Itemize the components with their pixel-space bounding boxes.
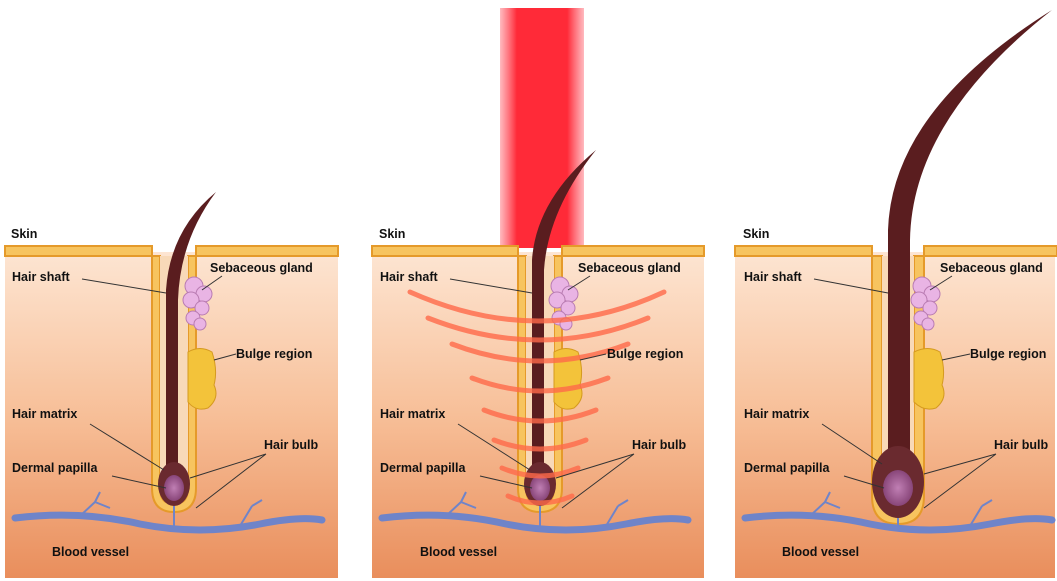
label-dermal-papilla: Dermal papilla xyxy=(380,461,466,475)
panel-laser: Skin Hair shaft Sebaceous gland Bulge re… xyxy=(372,8,704,578)
label-hair-shaft: Hair shaft xyxy=(744,270,802,284)
label-blood-vessel: Blood vessel xyxy=(782,545,859,559)
label-hair-matrix: Hair matrix xyxy=(744,407,809,421)
dermal-papilla-shape xyxy=(883,470,913,506)
label-hair-bulb: Hair bulb xyxy=(264,438,319,452)
bulge-region-shape xyxy=(914,349,944,410)
label-sebaceous-gland: Sebaceous gland xyxy=(210,261,313,275)
label-dermal-papilla: Dermal papilla xyxy=(12,461,98,475)
label-bulge-region: Bulge region xyxy=(970,347,1046,361)
panel-regrowth: Skin Hair shaft Sebaceous gland Bulge re… xyxy=(735,10,1057,578)
label-sebaceous-gland: Sebaceous gland xyxy=(940,261,1043,275)
dermal-papilla-shape xyxy=(164,475,184,501)
laser-beam xyxy=(500,8,584,248)
label-skin: Skin xyxy=(11,227,37,241)
label-hair-bulb: Hair bulb xyxy=(632,438,687,452)
label-blood-vessel: Blood vessel xyxy=(52,545,129,559)
bulge-region-shape xyxy=(188,349,216,410)
label-bulge-region: Bulge region xyxy=(236,347,312,361)
dermal-papilla-shape xyxy=(530,475,550,501)
panel-before: Skin Hair shaft Sebaceous gland Bulge re… xyxy=(5,192,338,578)
label-hair-shaft: Hair shaft xyxy=(380,270,438,284)
label-blood-vessel: Blood vessel xyxy=(420,545,497,559)
label-hair-shaft: Hair shaft xyxy=(12,270,70,284)
label-hair-matrix: Hair matrix xyxy=(380,407,445,421)
label-bulge-region: Bulge region xyxy=(607,347,683,361)
label-dermal-papilla: Dermal papilla xyxy=(744,461,830,475)
label-hair-matrix: Hair matrix xyxy=(12,407,77,421)
label-skin: Skin xyxy=(379,227,405,241)
label-hair-bulb: Hair bulb xyxy=(994,438,1049,452)
label-sebaceous-gland: Sebaceous gland xyxy=(578,261,681,275)
label-skin: Skin xyxy=(743,227,769,241)
